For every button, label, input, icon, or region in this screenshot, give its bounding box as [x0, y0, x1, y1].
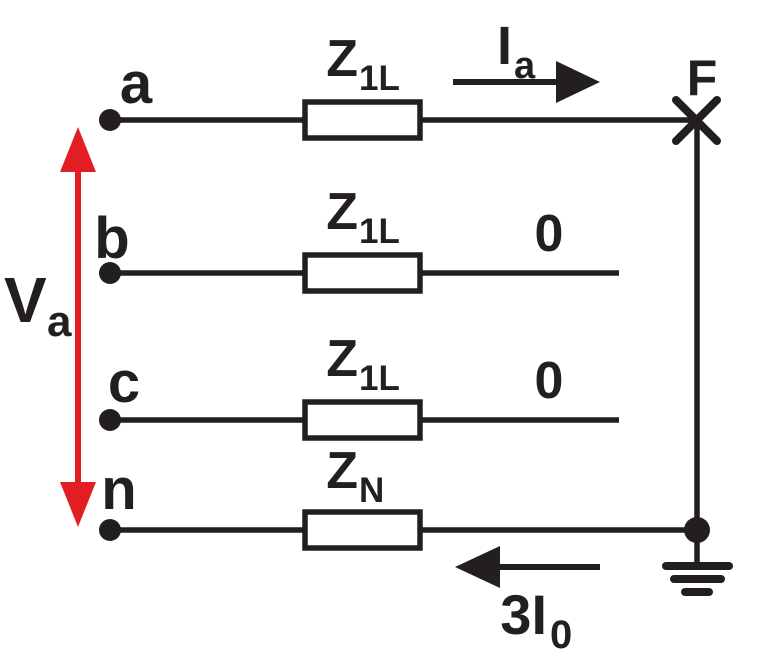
- current-arrow-a-head: [556, 61, 600, 103]
- terminal-dot-b: [99, 262, 121, 284]
- terminal-dots: [99, 109, 710, 543]
- impedance-n-subscript: N: [359, 471, 384, 510]
- impedance-box-n: [302, 509, 423, 551]
- junction-dot: [684, 517, 710, 543]
- impedance-box-a: [302, 99, 423, 141]
- ground-icon: [662, 562, 733, 596]
- impedance-b-subscript: 1L: [359, 212, 400, 251]
- neutral-current-arrow: [455, 546, 600, 588]
- labels: a b c n Z 1L Z 1L Z 1L Z N F I a 0 0 3I …: [4, 16, 717, 651]
- impedance-box-b: [302, 252, 423, 294]
- terminal-dot-a: [99, 109, 121, 131]
- current-a-subscript: a: [514, 45, 536, 87]
- impedance-boxes: [302, 99, 423, 551]
- current-c-zero-label: 0: [535, 352, 564, 410]
- terminal-dot-c: [99, 409, 121, 431]
- terminal-dot-n: [99, 519, 121, 541]
- voltage-arrow: [60, 127, 96, 527]
- neutral-current-label: 3I: [500, 583, 547, 646]
- impedance-b-label: Z: [326, 183, 358, 241]
- fault-x-stroke-2: [672, 96, 721, 145]
- current-a-label: I: [497, 16, 512, 76]
- terminal-c-label: c: [108, 350, 140, 415]
- terminal-n-label: n: [101, 457, 136, 522]
- current-b-zero-label: 0: [535, 205, 564, 263]
- impedance-c-subscript: 1L: [359, 359, 400, 398]
- fault-point-label: F: [687, 50, 718, 106]
- impedance-box-c: [302, 399, 423, 441]
- terminal-b-label: b: [94, 206, 129, 271]
- impedance-a-label: Z: [326, 30, 358, 88]
- fault-x-icon: [672, 96, 721, 145]
- neutral-current-arrow-head: [455, 546, 500, 588]
- impedance-a-subscript: 1L: [359, 59, 400, 98]
- impedance-n-label: Z: [326, 442, 358, 500]
- voltage-arrow-head-top: [60, 127, 96, 172]
- terminal-a-label: a: [120, 51, 153, 116]
- neutral-current-subscript: 0: [550, 613, 572, 651]
- voltage-arrow-head-bottom: [60, 482, 96, 527]
- conductors: [110, 117, 700, 566]
- voltage-subscript: a: [47, 297, 72, 346]
- impedance-c-label: Z: [326, 330, 358, 388]
- voltage-label: V: [4, 264, 47, 336]
- current-arrow-a: [453, 61, 600, 103]
